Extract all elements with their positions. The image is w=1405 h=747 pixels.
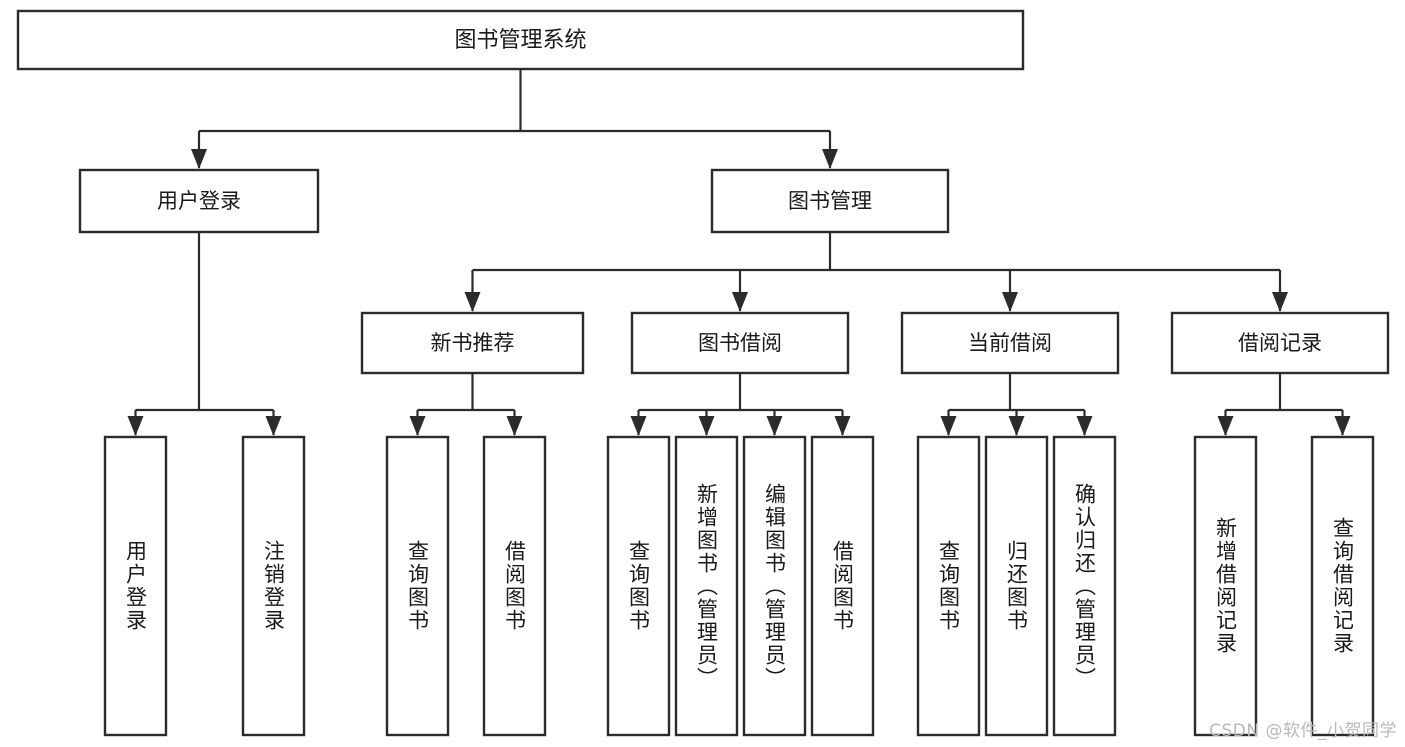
leaf-node-box-0[interactable] xyxy=(103,435,168,737)
leaf-node-box-10[interactable] xyxy=(1052,435,1117,737)
leaf-node-box-5[interactable] xyxy=(674,435,739,737)
arrow-head-icon xyxy=(940,416,957,436)
arrow-head-icon xyxy=(1334,416,1351,436)
level3-node-label-3: 借阅记录 xyxy=(1238,331,1322,355)
level2-node-label-1: 图书管理 xyxy=(788,189,872,213)
level2-node-box-1[interactable] xyxy=(710,168,950,234)
arrow-head-icon xyxy=(630,416,647,436)
leaf-node-box-11[interactable] xyxy=(1193,435,1258,737)
root-node-box[interactable] xyxy=(16,9,1025,71)
level2-node-label-0: 用户登录 xyxy=(157,189,241,213)
level3-node-box-1[interactable] xyxy=(630,311,850,375)
arrow-head-icon xyxy=(127,416,144,436)
arrow-head-icon xyxy=(506,416,523,436)
level3-node-box-3[interactable] xyxy=(1170,311,1390,375)
leaf-node-box-6[interactable] xyxy=(742,435,807,737)
arrow-head-icon xyxy=(698,416,715,436)
arrow-head-icon xyxy=(1008,416,1025,436)
arrow-head-icon xyxy=(834,416,851,436)
leaf-node-box-7[interactable] xyxy=(810,435,875,737)
root-node-label: 图书管理系统 xyxy=(454,28,586,53)
leaf-node-box-3[interactable] xyxy=(482,435,547,737)
leaf-node-box-9[interactable] xyxy=(984,435,1049,737)
level3-node-label-0: 新书推荐 xyxy=(431,331,515,355)
arrow-head-icon xyxy=(1272,292,1288,312)
arrow-head-icon xyxy=(822,149,838,169)
arrow-head-icon xyxy=(732,292,748,312)
node-box-layer xyxy=(16,9,1390,737)
arrow-head-icon xyxy=(191,149,207,169)
arrow-head-icon xyxy=(464,292,481,312)
connector-layer xyxy=(127,69,1351,436)
arrow-head-icon xyxy=(409,416,426,436)
level2-node-box-0[interactable] xyxy=(78,168,320,234)
level3-node-label-2: 当前借阅 xyxy=(968,331,1052,355)
arrow-head-icon xyxy=(1002,292,1018,312)
leaf-node-box-2[interactable] xyxy=(385,435,450,737)
watermark-text: CSDN @软件_小贺同学 xyxy=(1209,721,1397,741)
level3-node-box-0[interactable] xyxy=(360,311,585,375)
arrow-head-icon xyxy=(265,416,282,436)
leaf-node-box-12[interactable] xyxy=(1310,435,1375,737)
arrow-head-icon xyxy=(1076,416,1093,436)
leaf-node-box-8[interactable] xyxy=(916,435,981,737)
leaf-node-box-1[interactable] xyxy=(241,435,306,737)
leaf-node-box-4[interactable] xyxy=(606,435,671,737)
level3-node-label-1: 图书借阅 xyxy=(698,331,782,355)
arrow-head-icon xyxy=(1217,416,1234,436)
arrow-head-icon xyxy=(766,416,783,436)
level3-node-box-2[interactable] xyxy=(900,311,1120,375)
